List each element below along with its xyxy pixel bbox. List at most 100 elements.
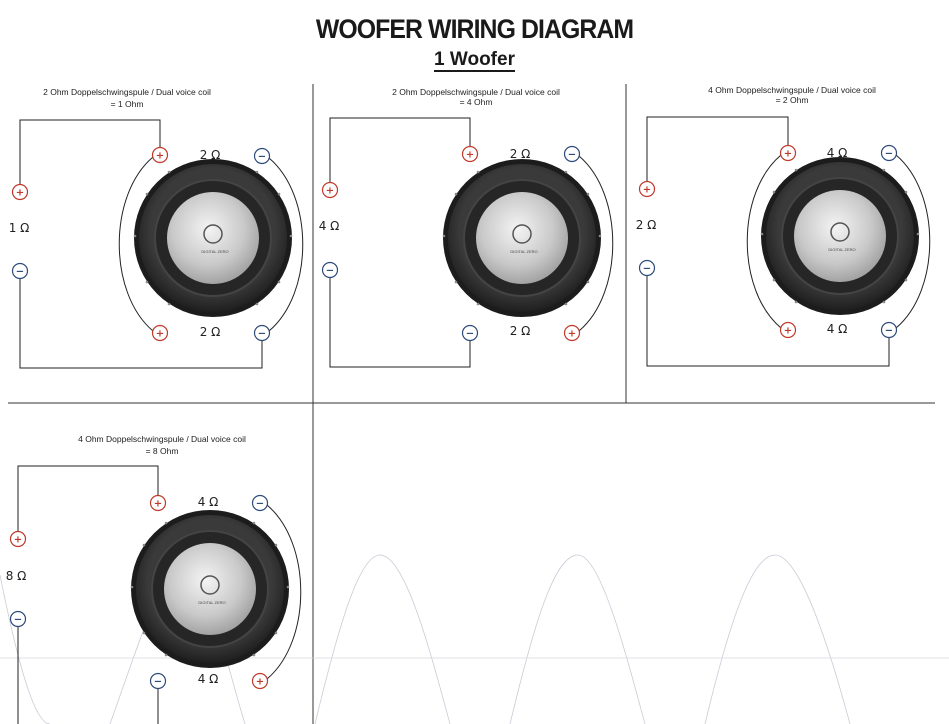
coil-top-minus-terminal: − — [880, 144, 898, 162]
coil-bottom-plus-terminal-symbol: + — [784, 326, 792, 337]
woofer-screw — [286, 585, 290, 589]
panel-4: 4 Ohm Doppelschwingspule / Dual voice co… — [6, 434, 302, 724]
coil-bottom-minus-terminal-symbol: − — [258, 329, 266, 340]
amp-plus-terminal-symbol: + — [14, 535, 22, 546]
coil-top-impedance-label: 4 Ω — [198, 495, 219, 509]
woofer-screw — [142, 543, 146, 547]
amp-minus-terminal-symbol: − — [643, 264, 651, 275]
diagram-title: WOOFER WIRING DIAGRAM — [315, 14, 634, 44]
wires — [19, 119, 304, 369]
total-impedance-label: 8 Ω — [6, 569, 27, 583]
wires — [646, 116, 931, 367]
coil-top-minus-terminal-symbol: − — [258, 152, 266, 163]
panel-caption-line2: = 4 Ohm — [460, 97, 493, 107]
coil-bottom-plus-terminal-ring — [563, 324, 581, 342]
coil-bottom-plus-terminal-symbol: + — [156, 329, 164, 340]
coil-bottom-minus-terminal: − — [880, 321, 898, 339]
woofer: DIGITAL ZERO — [442, 159, 602, 317]
woofer-screw — [274, 631, 278, 635]
coil-bottom-minus-terminal-ring — [149, 672, 167, 690]
woofer-screw — [289, 234, 293, 238]
coil-bottom-plus-terminal: + — [151, 324, 169, 342]
coil-top-minus-terminal-symbol: − — [568, 150, 576, 161]
woofer-screw — [274, 543, 278, 547]
coil-bottom-plus-terminal-ring — [779, 321, 797, 339]
diagram-subtitle: 1 Woofer — [0, 49, 949, 72]
coil-top-minus-terminal-ring — [880, 144, 898, 162]
woofer-screw — [454, 280, 458, 284]
woofer-screw — [142, 631, 146, 635]
wire-link-minus — [895, 154, 931, 329]
panel-2: 2 Ohm Doppelschwingspule / Dual voice co… — [319, 87, 614, 368]
woofer-screw — [133, 234, 137, 238]
wire-amp-minus — [19, 279, 263, 369]
woofer-brand-label: DIGITAL ZERO — [201, 249, 228, 254]
panel-caption-line1: 2 Ohm Doppelschwingspule / Dual voice co… — [43, 87, 211, 97]
coil-bottom-plus-terminal: + — [779, 321, 797, 339]
coil-top-minus-terminal-symbol: − — [885, 149, 893, 160]
woofer-screw — [772, 278, 776, 282]
coil-top-minus-terminal: − — [253, 147, 271, 165]
woofer-screw — [794, 168, 798, 172]
woofer-brand-label: DIGITAL ZERO — [510, 249, 537, 254]
panel-dividers — [8, 84, 935, 724]
woofer-screw — [255, 170, 259, 174]
panel-1: 2 Ohm Doppelschwingspule / Dual voice co… — [9, 87, 304, 369]
amp-plus-terminal-ring — [11, 183, 29, 201]
amp-plus-terminal: + — [11, 183, 29, 201]
coil-bottom-minus-terminal: − — [253, 324, 271, 342]
panel-caption-line1: 4 Ohm Doppelschwingspule / Dual voice co… — [78, 434, 246, 444]
woofer-logo-mark — [200, 575, 220, 595]
amp-minus-terminal-symbol: − — [326, 266, 334, 277]
amp-plus-terminal: + — [9, 530, 27, 548]
coil-top-plus-terminal: + — [779, 144, 797, 162]
coil-top-plus-terminal-ring — [779, 144, 797, 162]
woofer-screw — [564, 170, 568, 174]
amp-plus-terminal-symbol: + — [16, 188, 24, 199]
coil-bottom-impedance-label: 4 Ω — [827, 322, 848, 336]
woofer: DIGITAL ZERO — [760, 157, 920, 315]
panel-3: 4 Ohm Doppelschwingspule / Dual voice co… — [636, 85, 931, 367]
woofer-screw — [277, 280, 281, 284]
amp-minus-terminal-ring — [11, 262, 29, 280]
coil-top-impedance-label: 2 Ω — [200, 148, 221, 162]
amp-minus-terminal-ring — [9, 610, 27, 628]
woofer-screw — [904, 278, 908, 282]
amp-plus-terminal: + — [638, 180, 656, 198]
coil-top-minus-terminal: − — [563, 145, 581, 163]
woofer-screw — [760, 232, 764, 236]
coil-top-plus-terminal-symbol: + — [156, 151, 164, 162]
woofer-logo-mark — [512, 224, 532, 244]
woofer-brand-label: DIGITAL ZERO — [828, 247, 855, 252]
coil-top-impedance-label: 4 Ω — [827, 146, 848, 160]
amp-plus-terminal-ring — [9, 530, 27, 548]
woofer-screw — [167, 170, 171, 174]
subtitle-text: 1 Woofer — [434, 49, 515, 72]
panel-caption-line2: = 1 Ohm — [111, 99, 144, 109]
amp-minus-terminal-ring — [321, 261, 339, 279]
woofer-screw — [145, 192, 149, 196]
panel-caption-line2: = 2 Ohm — [776, 95, 809, 105]
woofer-screw — [476, 170, 480, 174]
woofer-screw — [794, 300, 798, 304]
coil-bottom-minus-terminal: − — [461, 324, 479, 342]
amp-minus-terminal: − — [9, 610, 27, 628]
woofer-cone — [476, 192, 568, 284]
amp-minus-terminal: − — [638, 259, 656, 277]
amp-plus-terminal: + — [321, 181, 339, 199]
coil-bottom-minus-terminal-ring — [461, 324, 479, 342]
woofer-cone — [794, 190, 886, 282]
wire-amp-plus — [17, 465, 159, 531]
coil-bottom-plus-terminal: + — [251, 672, 269, 690]
wire-amp-plus — [19, 119, 161, 184]
coil-top-minus-terminal: − — [251, 494, 269, 512]
wire-amp-plus — [329, 117, 471, 182]
woofer-screw — [164, 653, 168, 657]
total-impedance-label: 4 Ω — [319, 219, 340, 233]
coil-bottom-plus-terminal-ring — [251, 672, 269, 690]
woofer-screw — [904, 190, 908, 194]
total-impedance-label: 2 Ω — [636, 218, 657, 232]
coil-bottom-minus-terminal: − — [149, 672, 167, 690]
wires — [17, 465, 302, 724]
